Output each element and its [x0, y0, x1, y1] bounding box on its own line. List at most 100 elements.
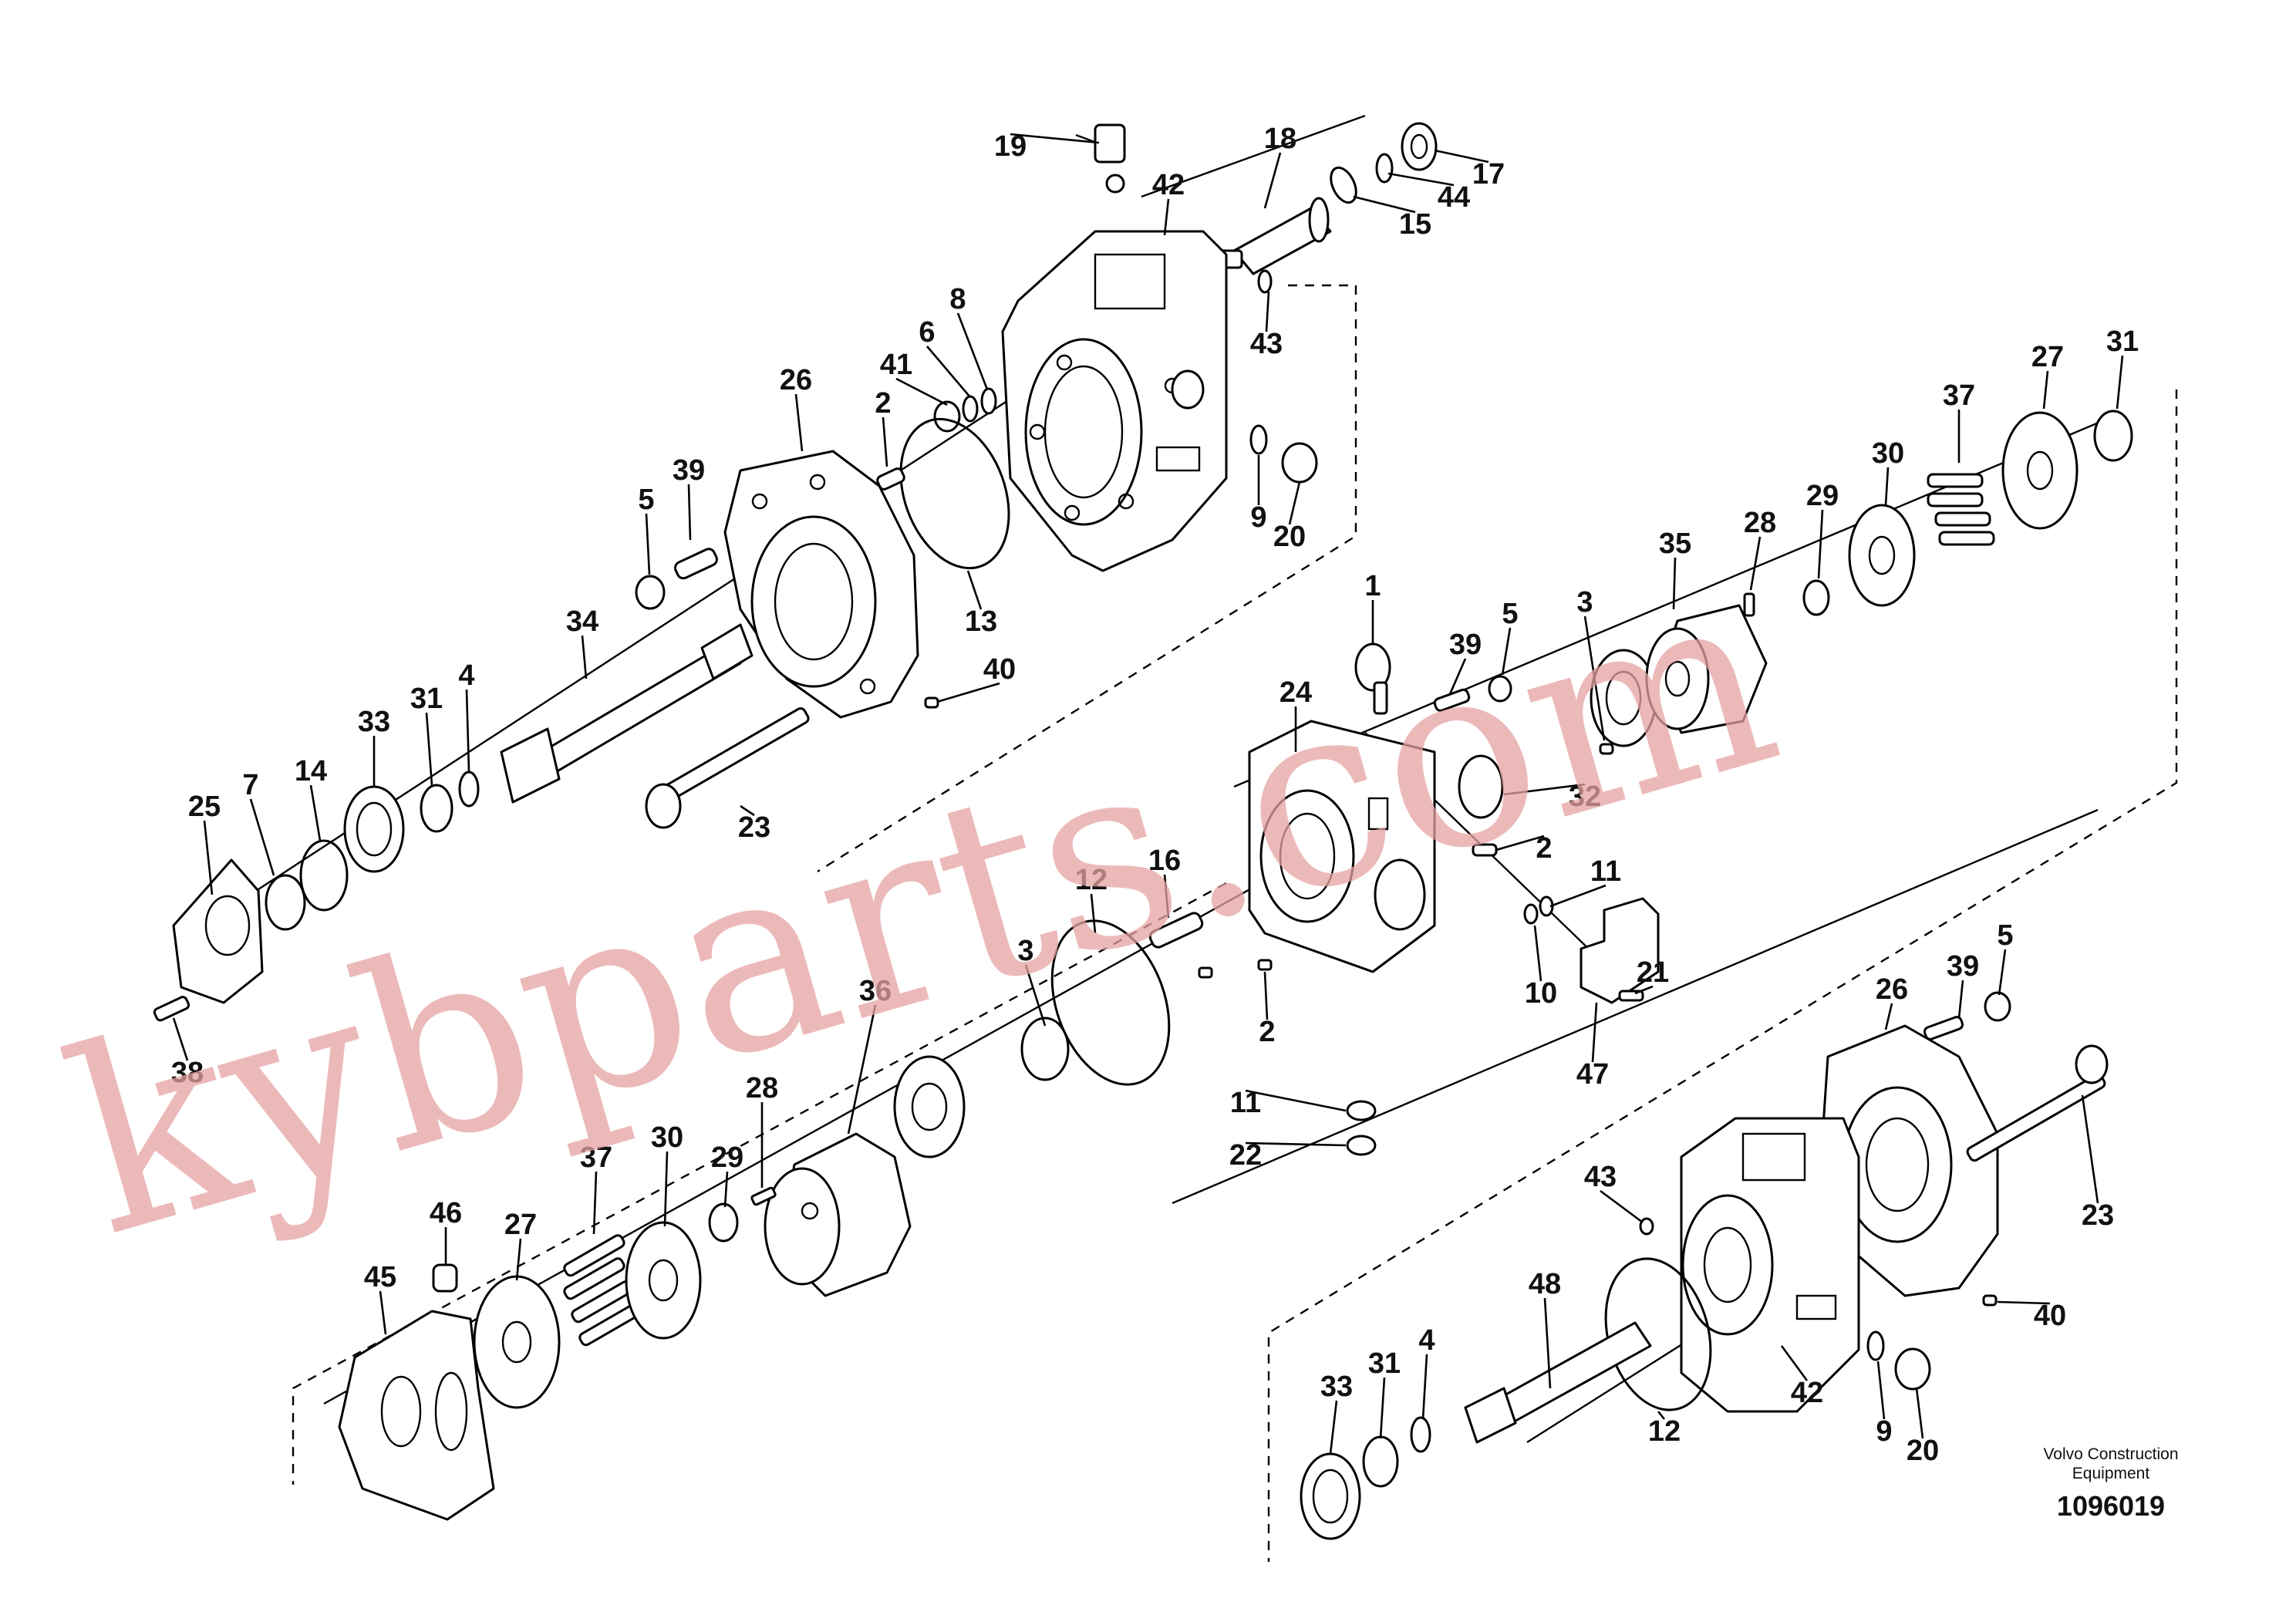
leader-line-20 — [1288, 481, 1301, 525]
part-shape-5-mid — [1488, 675, 1512, 703]
leader-line-44 — [1387, 172, 1455, 187]
part-label-3: 3 — [1017, 935, 1033, 967]
part-shape-20-right — [1894, 1347, 1931, 1391]
leader-line-23 — [2081, 1094, 2099, 1204]
part-label-32: 32 — [1569, 781, 1601, 813]
part-shape-5-right — [1984, 991, 2011, 1022]
part-label-16: 16 — [1148, 845, 1181, 877]
leader-line-42 — [1780, 1345, 1809, 1381]
leader-line-36 — [847, 1004, 877, 1135]
part-label-25: 25 — [188, 791, 221, 823]
part-shape-31-top — [420, 784, 453, 833]
part-shape-35-cylinder — [1645, 604, 1768, 734]
part-label-23: 23 — [2082, 1199, 2114, 1232]
part-shape-28-mid — [1743, 592, 1755, 617]
leader-line-34 — [581, 635, 588, 679]
part-label-31: 31 — [410, 683, 443, 715]
part-label-36: 36 — [859, 975, 892, 1007]
part-label-31: 31 — [1368, 1347, 1401, 1380]
leader-line-27 — [515, 1238, 522, 1281]
part-shape-30-left — [625, 1221, 702, 1340]
part-label-2: 2 — [1259, 1016, 1275, 1048]
leader-line-22 — [1245, 1141, 1347, 1147]
part-shape-4-top — [458, 771, 480, 808]
part-label-13: 13 — [965, 605, 997, 638]
part-shape-31-right — [1362, 1435, 1399, 1488]
part-label-48: 48 — [1529, 1268, 1561, 1300]
part-label-27: 27 — [2031, 341, 2064, 373]
part-shape-36-cylinder — [764, 1132, 912, 1297]
part-shape-1-eyebolt — [1354, 642, 1391, 715]
part-shape-39-top — [674, 548, 718, 580]
leader-line-4 — [465, 689, 470, 772]
leader-line-42 — [1163, 198, 1170, 236]
leader-line-21 — [1634, 985, 1654, 995]
leader-line-32 — [1503, 783, 1586, 796]
leader-lines — [172, 133, 2124, 1455]
part-shape-28-left — [750, 1186, 777, 1206]
leader-line-7 — [249, 798, 275, 876]
leader-line-38 — [172, 1017, 189, 1061]
leader-line-11 — [1245, 1089, 1347, 1112]
part-label-2: 2 — [875, 387, 891, 420]
leader-line-39 — [1448, 658, 1467, 695]
part-label-39: 39 — [1947, 950, 1979, 983]
part-shape-19 — [1075, 123, 1126, 194]
leader-line-26 — [794, 393, 804, 452]
leader-line-31 — [425, 712, 433, 786]
part-label-1: 1 — [1364, 570, 1381, 602]
part-label-18: 18 — [1264, 123, 1296, 155]
part-label-39: 39 — [673, 454, 705, 487]
part-shape-11-10 — [1523, 895, 1554, 925]
leader-line-43 — [1600, 1189, 1644, 1224]
leader-line-39 — [687, 484, 692, 541]
part-shape-43-top — [1257, 269, 1273, 294]
part-shape-40-top — [924, 696, 939, 709]
part-label-21: 21 — [1637, 956, 1669, 989]
part-label-5: 5 — [1502, 598, 1518, 630]
leader-line-43 — [1265, 291, 1270, 332]
part-shape-31-mid — [2093, 410, 2133, 462]
part-label-24: 24 — [1279, 676, 1312, 709]
part-shape-38-bolt — [153, 996, 190, 1022]
part-shape-46 — [432, 1263, 458, 1293]
part-label-40: 40 — [983, 653, 1016, 686]
leader-line-37 — [592, 1171, 598, 1235]
leader-line-26 — [1884, 1003, 1893, 1030]
leader-line-20 — [1915, 1388, 1924, 1439]
part-label-5: 5 — [1997, 919, 2013, 952]
leader-line-48 — [1543, 1297, 1552, 1389]
leader-line-40 — [936, 682, 1000, 703]
part-label-45: 45 — [364, 1261, 396, 1293]
part-label-43: 43 — [1584, 1161, 1617, 1193]
part-label-43: 43 — [1250, 328, 1283, 360]
leader-line-5 — [645, 513, 651, 575]
part-label-4: 4 — [1418, 1324, 1435, 1357]
part-shape-9-right — [1866, 1330, 1885, 1361]
part-shape-39-mid — [1433, 688, 1471, 712]
leader-line-2 — [1263, 971, 1269, 1020]
part-label-26: 26 — [780, 364, 812, 396]
part-label-38: 38 — [171, 1057, 204, 1089]
leader-line-8 — [956, 312, 989, 390]
part-label-46: 46 — [430, 1197, 462, 1229]
part-label-29: 29 — [1806, 480, 1839, 512]
part-label-34: 34 — [566, 605, 598, 638]
part-label-31: 31 — [2106, 325, 2139, 358]
part-shape-29-left — [708, 1202, 739, 1243]
leader-line-35 — [1672, 557, 1677, 610]
part-label-2: 2 — [1536, 832, 1552, 865]
part-shape-3-mid — [1599, 743, 1614, 755]
part-shape-3-2-pins — [1198, 959, 1273, 979]
part-label-15: 15 — [1399, 208, 1431, 241]
part-label-6: 6 — [919, 316, 935, 349]
leader-line-17 — [1434, 149, 1489, 164]
part-label-35: 35 — [1659, 528, 1691, 560]
part-shape-17 — [1401, 122, 1438, 171]
part-label-8: 8 — [949, 283, 966, 315]
part-label-33: 33 — [358, 706, 390, 738]
part-label-26: 26 — [1876, 973, 1908, 1006]
part-label-47: 47 — [1576, 1058, 1609, 1091]
